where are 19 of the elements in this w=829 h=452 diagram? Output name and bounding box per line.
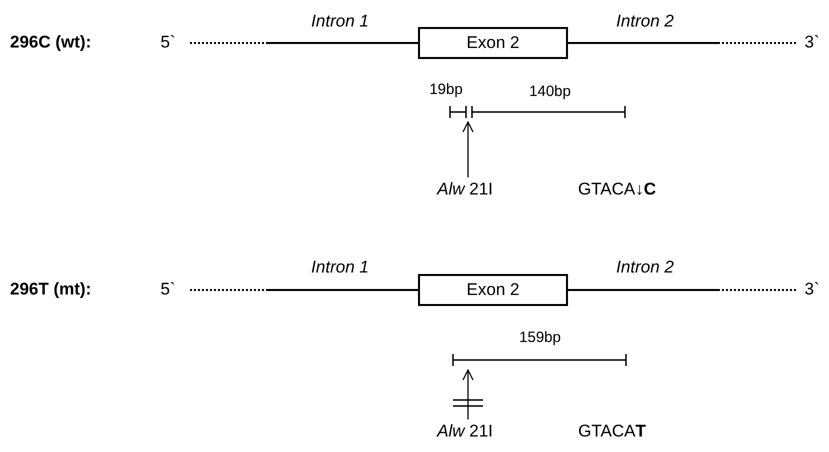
intron-label: Intron 1	[311, 258, 369, 278]
sequence-label: GTACAT	[578, 422, 646, 442]
enzyme-label: Alw 21I	[437, 422, 493, 442]
exon-box: Exon 2	[418, 27, 568, 59]
strand-end-label: 3`	[804, 34, 820, 52]
row-label: 296C (wt):	[10, 34, 92, 52]
length-label: 140bp	[529, 84, 571, 100]
length-label: 159bp	[519, 330, 561, 346]
sequence-label: GTACA↓C	[578, 180, 656, 200]
row-label: 296T (mt):	[10, 280, 92, 300]
intron-label: Intron 2	[616, 12, 674, 32]
strand-end-label: 5`	[160, 280, 176, 300]
strand-end-label: 3`	[804, 280, 820, 300]
exon-box: Exon 2	[418, 274, 568, 306]
length-label: 19bp	[429, 82, 463, 98]
strand-end-label: 5`	[160, 34, 176, 52]
enzyme-label: Alw 21I	[437, 180, 493, 200]
intron-label: Intron 2	[616, 258, 674, 278]
intron-label: Intron 1	[311, 12, 369, 32]
